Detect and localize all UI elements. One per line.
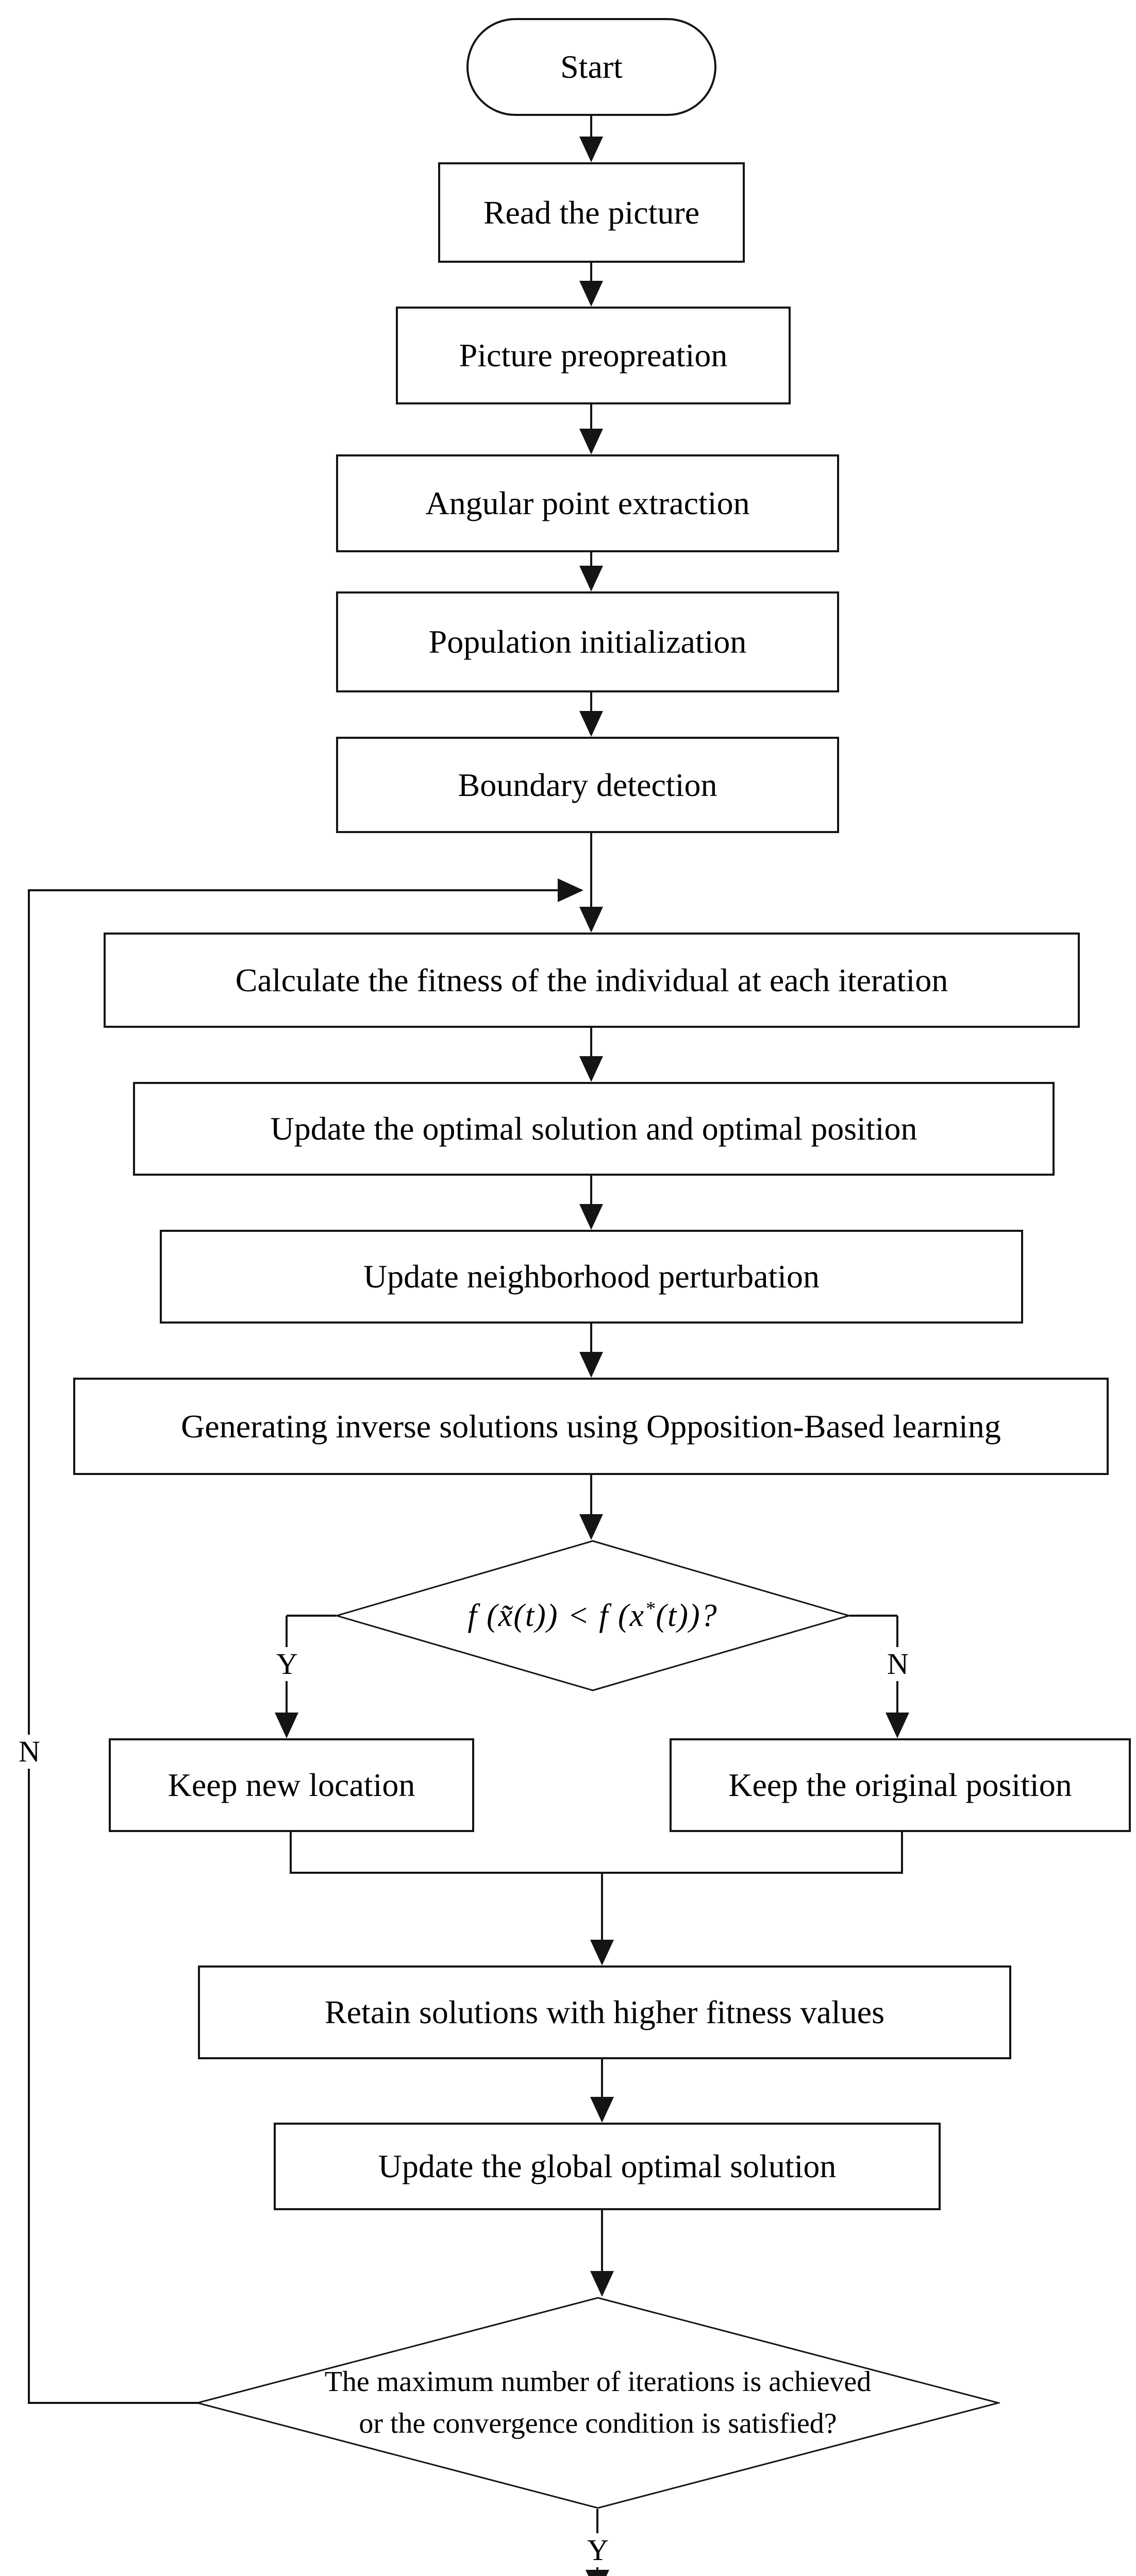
connector-preopreation-to-angular-arrow [579,404,603,454]
connector-keepnew-drain-line [290,1832,292,1873]
start-terminator: Start [466,18,716,116]
process-angular-point-extraction: Angular point extraction [336,454,839,552]
boundary-detection-label: Boundary detection [458,766,717,803]
termination-line1: The maximum number of iterations is achi… [324,2365,872,2398]
process-keep-original-position: Keep the original position [670,1738,1131,1832]
generating-inverse-label: Generating inverse solutions using Oppos… [181,1408,1001,1445]
decision2-yes-label: Y [582,2533,614,2567]
connector-loop-rejoin-arrow [28,878,583,902]
process-generating-inverse: Generating inverse solutions using Oppos… [73,1378,1109,1475]
connector-angular-to-population-arrow [579,552,603,591]
process-retain-solutions: Retain solutions with higher fitness val… [198,1965,1011,2059]
connector-loop-bottom-horizontal [28,2402,198,2404]
connector-retain-to-updateglobal-arrow [590,2059,614,2123]
update-optimal-label: Update the optimal solution and optimal … [270,1110,917,1147]
connector-read-to-preopreation-arrow [579,263,603,307]
decision-fitness-formula: f (x̃(t)) < f (x*(t))? [335,1540,850,1691]
retain-solutions-label: Retain solutions with higher fitness val… [324,1994,885,2031]
connector-decision1-no-horizontal [849,1615,897,1617]
update-neighborhood-label: Update neighborhood perturbation [363,1258,820,1295]
connector-updateoptimal-to-neighborhood-arrow [579,1176,603,1230]
connector-keeporiginal-drain-line [901,1832,903,1873]
picture-preopreation-label: Picture preopreation [459,337,728,374]
formula-superscript: * [645,1597,656,1619]
connector-updateglobal-to-decision2-arrow [590,2210,614,2297]
formula-prefix: f (x̃(t)) < f (x [467,1598,645,1633]
connector-decision1-yes-horizontal [287,1615,336,1617]
termination-line2: or the convergence condition is satisfie… [359,2408,837,2439]
process-update-neighborhood: Update neighborhood perturbation [160,1230,1023,1324]
connector-loop-vertical-line [28,890,30,2404]
decision-termination-diamond: The maximum number of iterations is achi… [196,2297,1000,2509]
connector-neighborhood-to-generating-arrow [579,1324,603,1378]
calculate-fitness-label: Calculate the fitness of the individual … [235,961,948,998]
process-boundary-detection: Boundary detection [336,737,839,833]
process-calculate-fitness: Calculate the fitness of the individual … [104,933,1080,1028]
connector-boundary-to-calculate-arrow [579,833,603,933]
connector-calculate-to-updateoptimal-arrow [579,1028,603,1082]
process-picture-preopreation: Picture preopreation [396,307,791,404]
angular-point-label: Angular point extraction [425,485,750,522]
keep-new-label: Keep new location [168,1767,415,1804]
decision-fitness-diamond: f (x̃(t)) < f (x*(t))? [335,1540,850,1691]
population-init-label: Population initialization [428,623,747,660]
process-population-initialization: Population initialization [336,591,839,692]
connector-population-to-boundary-arrow [579,692,603,737]
start-label: Start [560,48,623,86]
decision-termination-text: The maximum number of iterations is achi… [196,2297,1000,2509]
process-read-picture: Read the picture [438,162,745,263]
connector-merge-horizontal-line [290,1872,903,1874]
decision1-yes-label: Y [271,1647,303,1681]
keep-original-label: Keep the original position [728,1767,1072,1804]
connector-generating-to-decision1-arrow [579,1475,603,1540]
decision1-no-label: N [882,1647,914,1681]
connector-merge-to-retain-arrow [590,1873,614,1965]
update-global-label: Update the global optimal solution [378,2148,837,2185]
decision2-no-label: N [13,1735,45,1769]
connector-start-to-read-arrow [579,116,603,162]
process-update-global: Update the global optimal solution [274,2123,941,2210]
diamond-shape-icon [196,2297,1000,2509]
formula-suffix: (t))? [656,1598,718,1633]
process-update-optimal: Update the optimal solution and optimal … [133,1082,1055,1176]
diamond-shape-icon [335,1540,850,1691]
process-keep-new-location: Keep new location [109,1738,474,1832]
read-picture-label: Read the picture [483,194,700,231]
